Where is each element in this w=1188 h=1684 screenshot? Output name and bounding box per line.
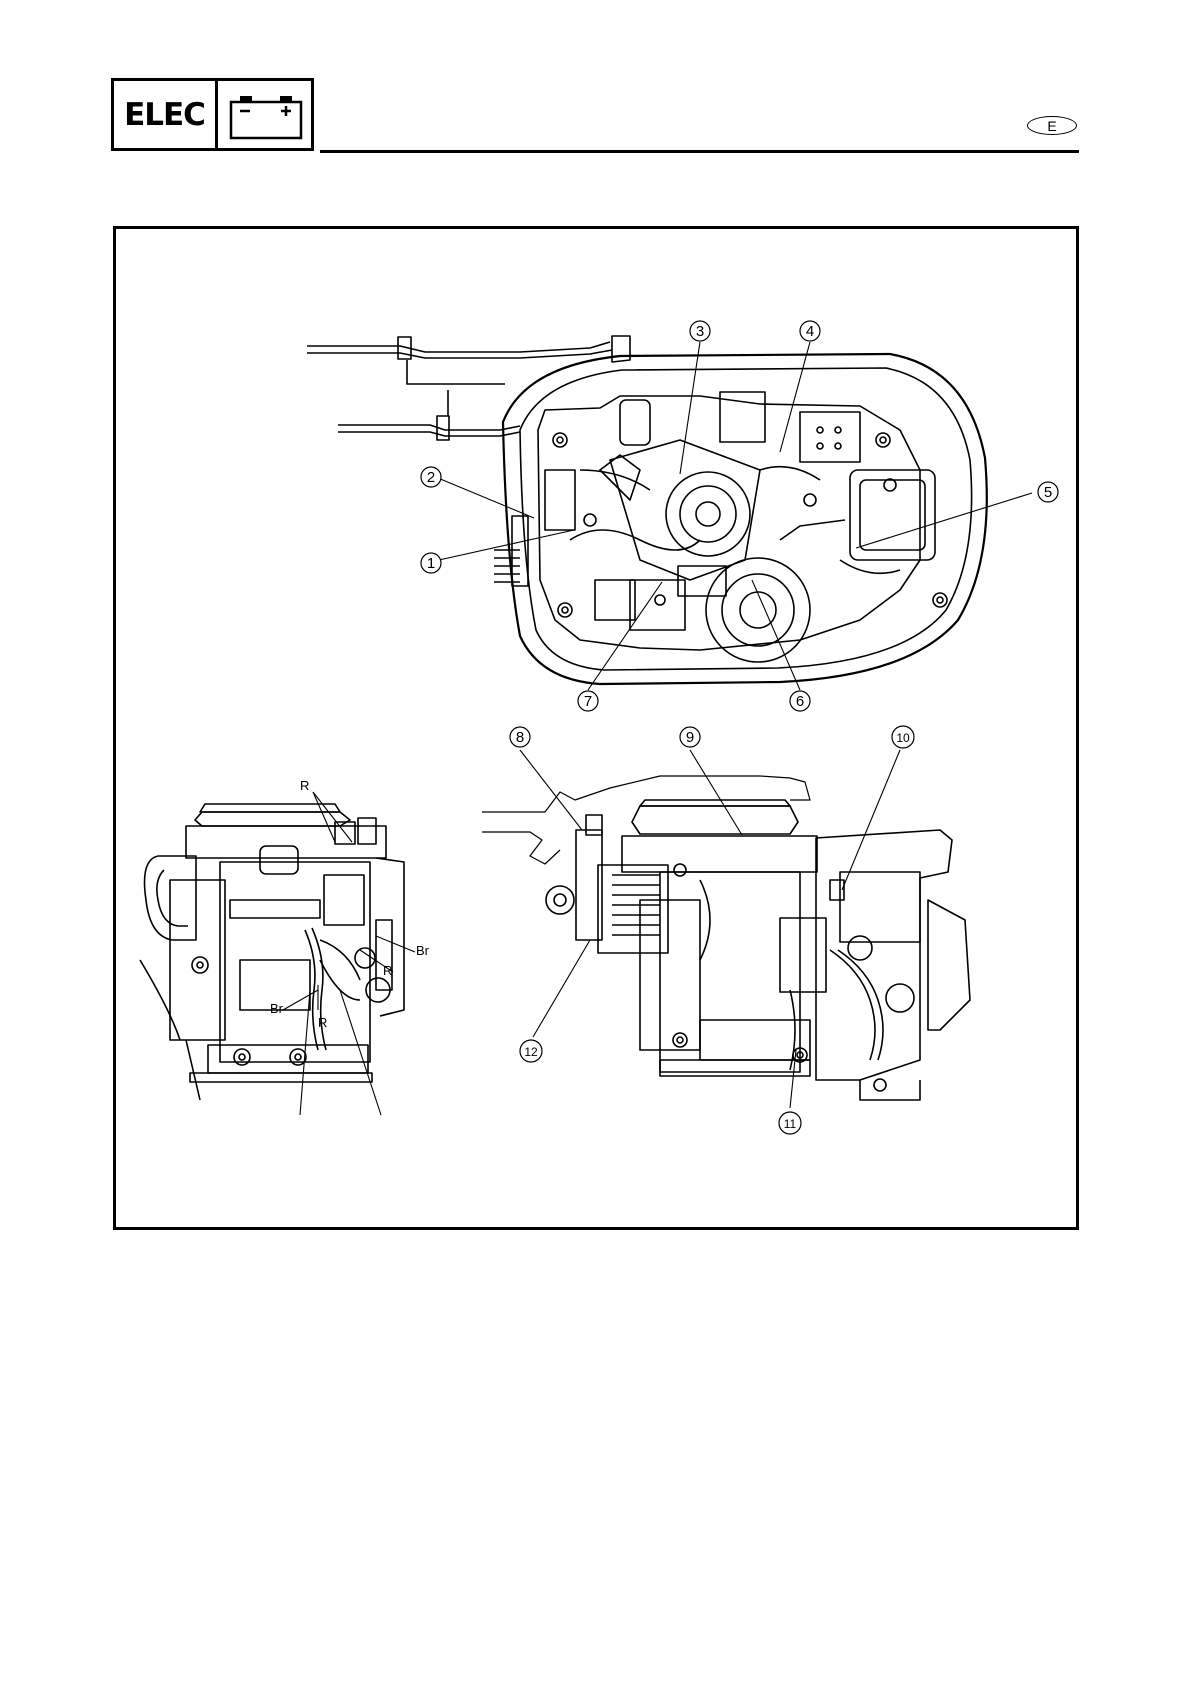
wire-label-r-low: R	[318, 1015, 327, 1030]
svg-text:4: 4	[806, 323, 814, 340]
svg-text:10: 10	[896, 731, 910, 745]
callout-11: 11	[779, 1112, 801, 1134]
svg-text:3: 3	[696, 323, 704, 340]
callout-4: 4	[800, 321, 820, 341]
svg-text:7: 7	[584, 693, 592, 710]
callout-10: 10	[892, 726, 914, 748]
callout-1: 1	[421, 553, 441, 573]
left-side-view-engine	[140, 804, 404, 1100]
callout-2: 2	[421, 467, 441, 487]
wire-label-br-right: Br	[416, 943, 430, 958]
top-view-engine	[307, 336, 987, 684]
wire-label-br-left: Br	[270, 1001, 284, 1016]
callout-7: 7	[578, 691, 598, 711]
wire-label-r-mid: R	[383, 963, 392, 978]
callout-5: 5	[1038, 482, 1058, 502]
svg-text:9: 9	[686, 729, 694, 746]
callout-12: 12	[520, 1040, 542, 1062]
wire-labels: R Br R Br R	[270, 778, 430, 1030]
wire-label-r-top: R	[300, 778, 309, 793]
svg-text:6: 6	[796, 693, 804, 710]
svg-text:11: 11	[784, 1117, 797, 1131]
callout-8: 8	[510, 727, 530, 747]
svg-text:12: 12	[524, 1045, 538, 1059]
right-side-view-engine	[482, 776, 970, 1100]
svg-text:8: 8	[516, 729, 524, 746]
callout-9: 9	[680, 727, 700, 747]
svg-text:5: 5	[1044, 484, 1052, 501]
callout-numbers: 1 2 3 4 5 6 7 8 9 10 11 12	[421, 321, 1058, 1134]
callout-6: 6	[790, 691, 810, 711]
svg-text:1: 1	[427, 555, 435, 572]
svg-text:2: 2	[427, 469, 435, 486]
callout-3: 3	[690, 321, 710, 341]
